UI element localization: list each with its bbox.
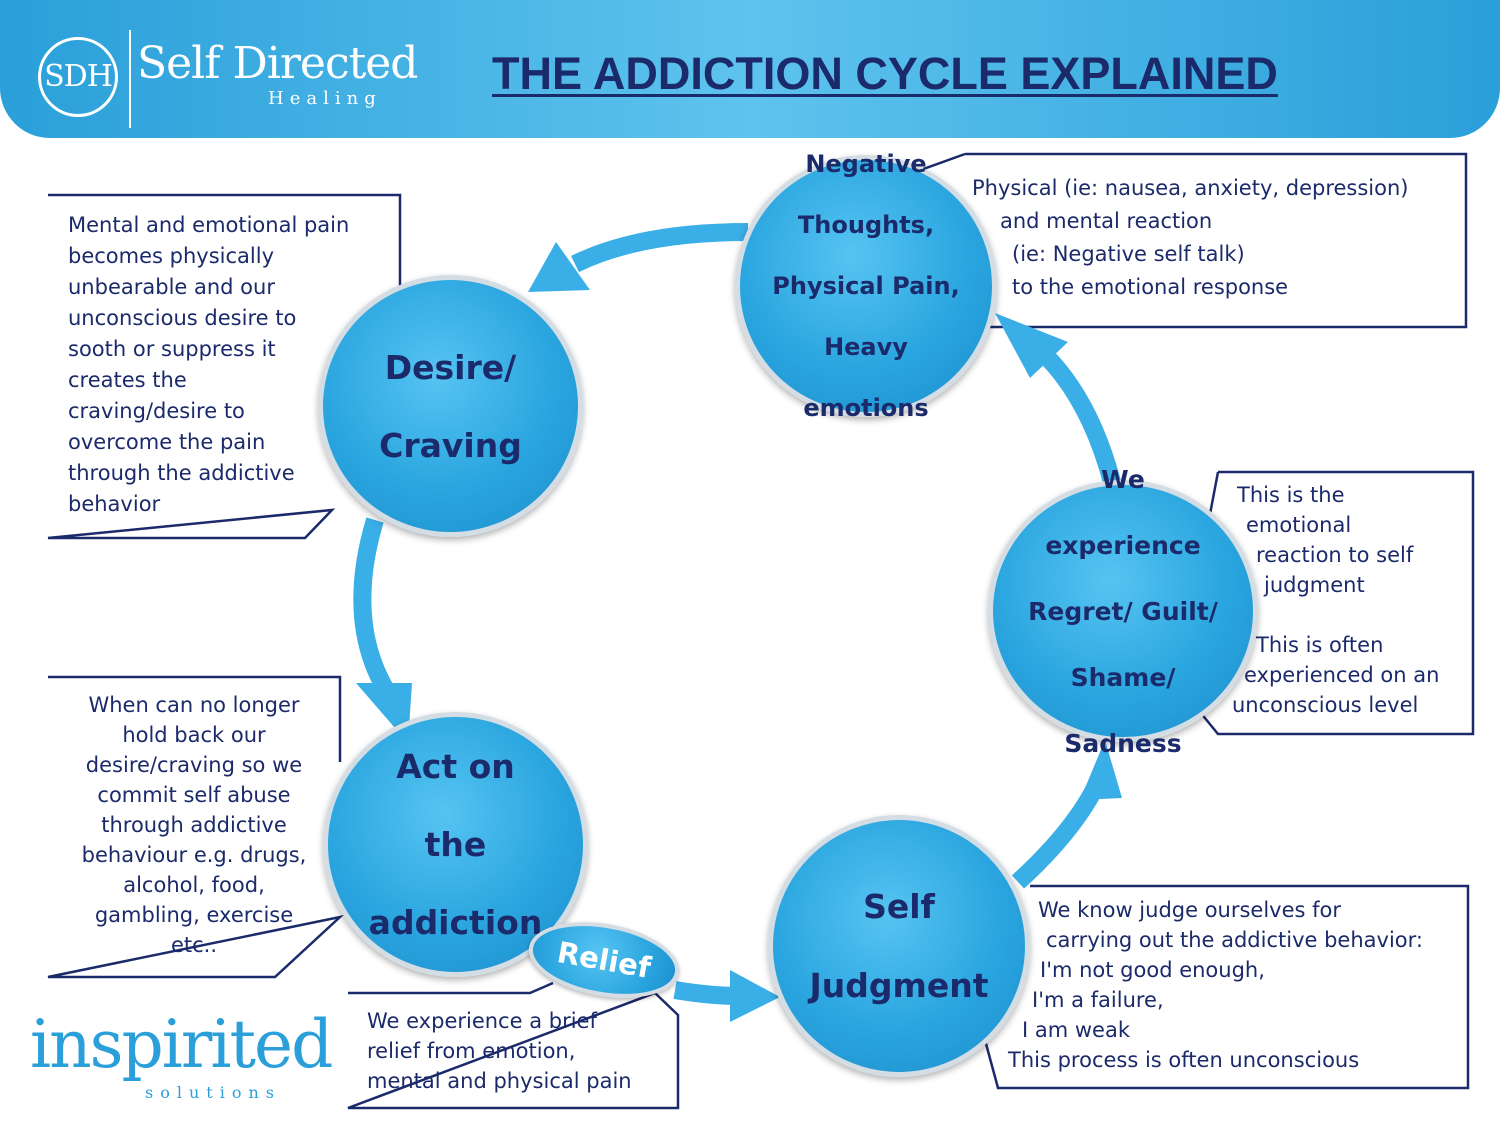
text-line: relief from emotion,	[367, 1039, 576, 1063]
relief-callout-text: We experience a brief relief from emotion…	[367, 1006, 632, 1096]
logo-divider	[129, 30, 131, 128]
text-line: We	[1101, 464, 1145, 494]
act-callout-frame	[47, 675, 345, 979]
text-line: desire/craving so we	[85, 753, 303, 777]
text-line: Craving	[379, 425, 522, 465]
arrow-head-to-desire	[528, 242, 590, 292]
text-line: Heavy	[824, 332, 908, 361]
text-line: (ie: Negative self talk)	[1012, 242, 1245, 266]
text-line: We experience a brief	[367, 1009, 597, 1033]
header-banner: SDH Self Directed Healing THE ADDICTION …	[0, 0, 1500, 138]
text-line: Sadness	[1064, 728, 1182, 758]
text-line: Shame/	[1070, 662, 1176, 692]
text-line: unconscious desire to	[68, 306, 297, 330]
inspirited-logo: inspirited	[30, 1006, 333, 1083]
text-line: Self	[863, 886, 935, 926]
text-line: Thoughts,	[797, 210, 935, 239]
text-line: This is often	[1256, 633, 1384, 657]
inspirited-logo-subtitle: solutions	[145, 1083, 281, 1102]
text-line: Desire/	[384, 347, 517, 387]
text-line: emotional	[1246, 513, 1352, 537]
text-line: mental and physical pain	[367, 1069, 632, 1093]
text-line: overcome the pain	[68, 430, 266, 454]
text-line: unconscious level	[1232, 693, 1419, 717]
arrow-desire-to-act	[353, 517, 394, 695]
text-line: reaction to self	[1256, 543, 1414, 567]
text-line: Act on	[396, 747, 515, 786]
desire-callout-frame	[47, 193, 402, 540]
text-line: experienced on an	[1244, 663, 1440, 687]
text-line: addiction	[368, 903, 543, 942]
regret-callout-text: This is the emotional reaction to self judg…	[1232, 480, 1439, 720]
text-line: and mental reaction	[1000, 209, 1213, 233]
text-line: creates the	[68, 368, 187, 392]
node-desire-craving: Desire/Craving	[318, 275, 583, 537]
text-line: gambling, exercise	[94, 903, 294, 927]
text-line: behavior	[68, 492, 161, 516]
text-line: I am weak	[1022, 1018, 1130, 1042]
text-line: through the addictive	[68, 461, 295, 485]
text-line: sooth or suppress it	[68, 337, 276, 361]
page-title: THE ADDICTION CYCLE EXPLAINED	[492, 48, 1278, 99]
text-line: emotions	[803, 393, 929, 422]
text-line: Judgment	[809, 965, 989, 1005]
text-line	[1232, 600, 1439, 630]
text-line: to the emotional response	[1012, 275, 1289, 299]
arrow-negative-to-desire	[571, 223, 749, 273]
logo-name: Self Directed	[137, 38, 418, 89]
text-line: I'm a failure,	[1032, 988, 1164, 1012]
judgment-callout-text: We know judge ourselves for carrying out …	[1008, 895, 1423, 1075]
text-line: Mental and emotional pain	[68, 213, 350, 237]
text-line: Regret/ Guilt/	[1028, 596, 1218, 626]
text-line: etc..	[170, 933, 218, 957]
text-line: carrying out the addictive behavior:	[1046, 928, 1423, 952]
text-line: Negative	[805, 149, 927, 178]
arrow-head-to-negative	[995, 313, 1068, 378]
arrow-head-to-judgment	[730, 970, 780, 1022]
act-callout-text: When can no longer hold back our desire/cr…	[52, 690, 336, 960]
text-line: the	[424, 825, 487, 864]
text-line: judgment	[1264, 573, 1365, 597]
text-line: hold back our	[122, 723, 266, 747]
logo-subtitle: Healing	[268, 88, 382, 109]
arrow-regret-to-negative	[1038, 348, 1121, 485]
text-line: experience	[1045, 530, 1201, 560]
arrow-head-to-regret	[1080, 740, 1122, 800]
text-line: When can no longer	[88, 693, 300, 717]
text-line: Physical (ie: nausea, anxiety, depressio…	[972, 176, 1409, 200]
desire-callout-text: Mental and emotional pain becomes physica…	[68, 210, 349, 520]
text-line: through addictive	[101, 813, 287, 837]
judgment-callout-frame	[983, 884, 1470, 1090]
relief-callout-frame	[347, 981, 680, 1110]
text-line: This is the	[1237, 483, 1345, 507]
sdh-logo-icon: SDH	[38, 37, 118, 117]
text-line: This process is often unconscious	[1008, 1048, 1360, 1072]
text-line: commit self abuse	[97, 783, 291, 807]
text-line: unbearable and our	[68, 275, 275, 299]
text-line: I'm not good enough,	[1040, 958, 1265, 982]
text-line: becomes physically	[68, 244, 274, 268]
text-line: behaviour e.g. drugs,	[81, 843, 307, 867]
text-line: We know judge ourselves for	[1038, 898, 1342, 922]
text-line: alcohol, food,	[123, 873, 265, 897]
text-line: Physical Pain,	[772, 271, 960, 300]
text-line: craving/desire to	[68, 399, 245, 423]
negative-callout-text: Physical (ie: nausea, anxiety, depressio…	[972, 172, 1408, 304]
